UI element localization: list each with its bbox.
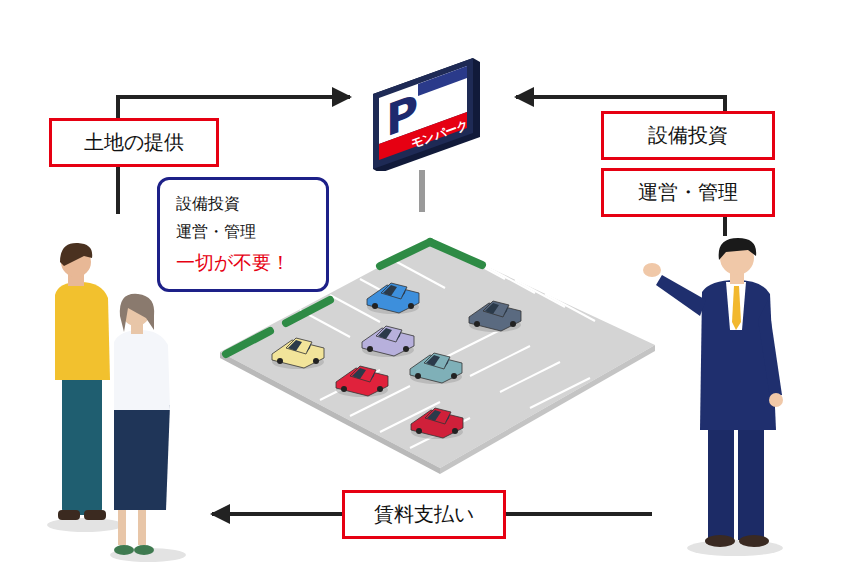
sign-frame-side: [373, 58, 480, 171]
couple: [58, 510, 80, 520]
callout-box: 設備投資運営・管理一切が不要！: [157, 177, 329, 292]
couple: [114, 545, 134, 555]
parking-lot: [515, 280, 565, 307]
parking-lot: [530, 378, 590, 408]
curb: [380, 242, 430, 266]
curb: [226, 331, 270, 354]
flow-line: [723, 214, 727, 236]
car: [336, 366, 388, 397]
label-box: 運営・管理: [601, 168, 775, 217]
flow-arrow: [516, 97, 725, 111]
parking-lot: [500, 362, 560, 392]
couple: [47, 518, 123, 532]
parking-lot: [395, 261, 445, 288]
sign-frame: [373, 58, 473, 169]
label-box: 土地の提供: [49, 118, 219, 167]
label-text: 設備投資: [618, 122, 758, 149]
couple: [55, 282, 110, 380]
businessman: [739, 535, 769, 547]
sign-outline: [358, 56, 508, 171]
businessman: [687, 540, 783, 556]
flow-line: [116, 166, 120, 214]
businessman: [656, 275, 706, 316]
car: [410, 353, 462, 384]
label-box: 設備投資: [601, 111, 775, 160]
label-text: 一切が不要！: [176, 246, 310, 279]
couple: [114, 330, 170, 410]
businessman: [738, 420, 764, 540]
businessman: [732, 286, 741, 330]
sign-board: Pモンパーク: [358, 56, 508, 171]
businessman: [643, 263, 661, 277]
label-text: 土地の提供: [66, 129, 202, 156]
car: [272, 338, 324, 369]
flow-arrow: [118, 97, 350, 118]
businessman: [705, 535, 735, 547]
car: [469, 301, 521, 332]
parking-lot: [440, 345, 655, 474]
label-text: 賃料支払い: [359, 501, 489, 528]
curb: [286, 300, 330, 323]
car: [411, 408, 463, 439]
businessman: [643, 238, 783, 556]
flow-line: [118, 166, 725, 514]
businessman: [758, 300, 782, 398]
parking-lot: [470, 346, 530, 376]
parking-lot: [220, 352, 440, 474]
businessman: [769, 393, 783, 407]
sign-stripe: [418, 66, 467, 96]
couple: [84, 510, 106, 520]
label-box: 賃料支払い: [342, 490, 506, 539]
car: [362, 326, 414, 357]
businessman: [719, 238, 757, 260]
parking-lot: [440, 330, 500, 360]
curb: [430, 242, 482, 265]
couple: [60, 243, 92, 266]
couple: [120, 294, 154, 332]
car: [272, 283, 521, 439]
label-text: 設備投資: [176, 190, 310, 218]
parking-lot: [545, 294, 595, 321]
parking-lot: [485, 266, 535, 293]
couple: [134, 545, 154, 555]
car: [367, 283, 419, 314]
parking-lot: [300, 252, 595, 448]
couple: [62, 370, 102, 515]
label-text: 運営・管理: [618, 179, 758, 206]
sign-pole: [419, 170, 425, 212]
businessman: [726, 282, 746, 330]
label-text: 運営・管理: [176, 218, 310, 246]
sign-pole: [419, 170, 425, 212]
businessman: [708, 420, 734, 540]
couple: [114, 405, 170, 510]
